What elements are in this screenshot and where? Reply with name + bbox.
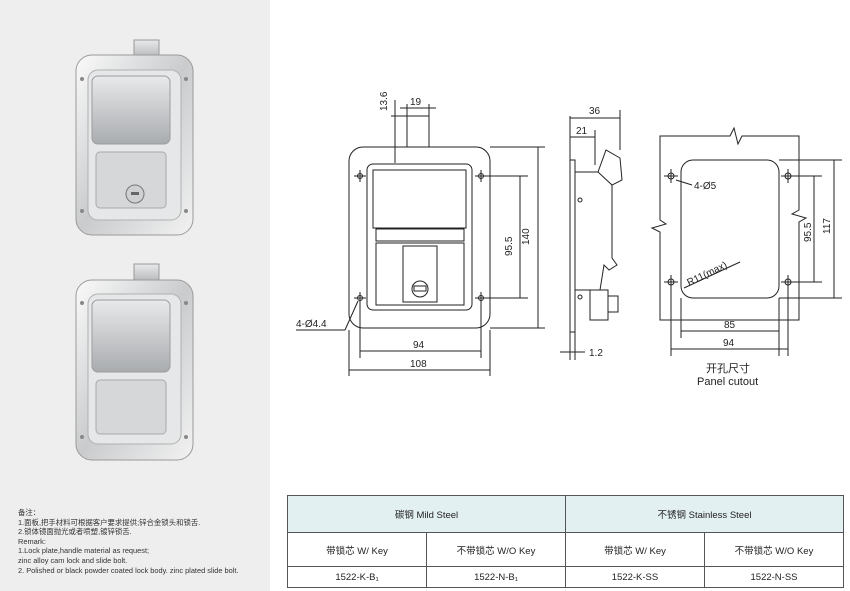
side-view-labels: 36 21 1.2 bbox=[576, 106, 603, 359]
dim-total-width: 108 bbox=[410, 359, 427, 370]
model-code-row: 1522-K-B₁ 1522-N-B₁ 1522-K-SS 1522-N-SS bbox=[287, 566, 844, 588]
remarks-title: 备注： bbox=[18, 508, 41, 517]
side-view bbox=[560, 110, 623, 360]
cutout-caption-cn: 开孔尺寸 bbox=[706, 361, 750, 375]
material-stainless-steel: 不锈钢 Stainless Steel bbox=[565, 495, 844, 533]
table-subheader: 不带锁芯 W/O Key bbox=[704, 532, 844, 567]
dim-depth: 36 bbox=[589, 106, 601, 117]
side-plate bbox=[569, 159, 576, 333]
cutout-holes bbox=[664, 169, 795, 289]
model-code: 1522-N-SS bbox=[704, 566, 844, 588]
cutout-view-labels: 4-Ø5 R11(max) 95.5 117 85 94 开孔尺寸 Panel … bbox=[685, 181, 833, 388]
latch-photo-bottom bbox=[75, 263, 194, 461]
panel-outline bbox=[650, 126, 808, 321]
remarks: 备注： 1.面板,把手材料可根据客户要求提供;锌合金锁头和锁舌. 2.锁体镜面抛… bbox=[18, 508, 268, 575]
dim-cutout-height-inner: 95.5 bbox=[803, 222, 814, 242]
lock-plate-outline bbox=[348, 146, 491, 329]
dim-inner-depth: 21 bbox=[576, 126, 588, 137]
remark-line: 1.Lock plate,handle material as request; bbox=[18, 546, 150, 556]
dim-total-height: 140 bbox=[521, 228, 532, 245]
spec-table: 碳钢 Mild Steel 不锈钢 Stainless Steel 带锁芯 W/… bbox=[287, 495, 844, 588]
dim-cutout-width-inner: 85 bbox=[724, 320, 736, 331]
dim-hole-spacing-h: 94 bbox=[413, 340, 425, 351]
mounting-holes bbox=[354, 170, 487, 304]
dim-cutout-width-outer: 94 bbox=[723, 338, 735, 349]
latch-photo-top bbox=[75, 39, 194, 236]
dim-holes: 4-Ø4.4 bbox=[296, 319, 327, 330]
material-mild-steel: 碳钢 Mild Steel bbox=[287, 495, 566, 533]
front-view-labels: 13.6 19 95.5 140 94 108 4-Ø4.4 bbox=[296, 91, 532, 370]
table-subheader: 不带锁芯 W/O Key bbox=[426, 532, 566, 567]
material-row: 碳钢 Mild Steel 不锈钢 Stainless Steel bbox=[287, 495, 844, 533]
dim-slide-width: 19 bbox=[410, 97, 422, 108]
cutout-outline bbox=[680, 159, 780, 299]
slide-bolt bbox=[406, 115, 430, 148]
remark-line: Remark: bbox=[18, 536, 46, 546]
dim-cutout-height-outer: 117 bbox=[822, 218, 833, 234]
dim-plate-thickness: 1.2 bbox=[589, 348, 603, 359]
remark-line: zinc alloy cam lock and slide bolt. bbox=[18, 555, 128, 565]
dim-cutout-holes: 4-Ø5 bbox=[694, 181, 717, 192]
front-view bbox=[296, 100, 545, 376]
remark-line: 1.面板,把手材料可根据客户要求提供;锌合金锁头和锁舌. bbox=[18, 517, 201, 527]
model-code: 1522-K-B₁ bbox=[287, 566, 427, 588]
cutout-caption-en: Panel cutout bbox=[697, 376, 758, 388]
model-code: 1522-N-B₁ bbox=[426, 566, 566, 588]
cutout-view bbox=[650, 126, 842, 356]
remark-line: 2.锁体镜面抛光或者喷塑,镀锌锁舌. bbox=[18, 527, 132, 537]
dim-hole-spacing-v: 95.5 bbox=[504, 236, 515, 256]
key-cylinder bbox=[411, 280, 429, 298]
model-code: 1522-K-SS bbox=[565, 566, 705, 588]
dim-cutout-radius: R11(max) bbox=[685, 260, 729, 289]
table-subheader: 带锁芯 W/ Key bbox=[287, 532, 427, 567]
key-option-row: 带锁芯 W/ Key 不带锁芯 W/O Key 带锁芯 W/ Key 不带锁芯 … bbox=[287, 532, 844, 567]
remark-line: 2. Polished or black powder coated lock … bbox=[18, 565, 239, 575]
table-subheader: 带锁芯 W/ Key bbox=[565, 532, 705, 567]
dim-top-offset: 13.6 bbox=[379, 91, 390, 111]
